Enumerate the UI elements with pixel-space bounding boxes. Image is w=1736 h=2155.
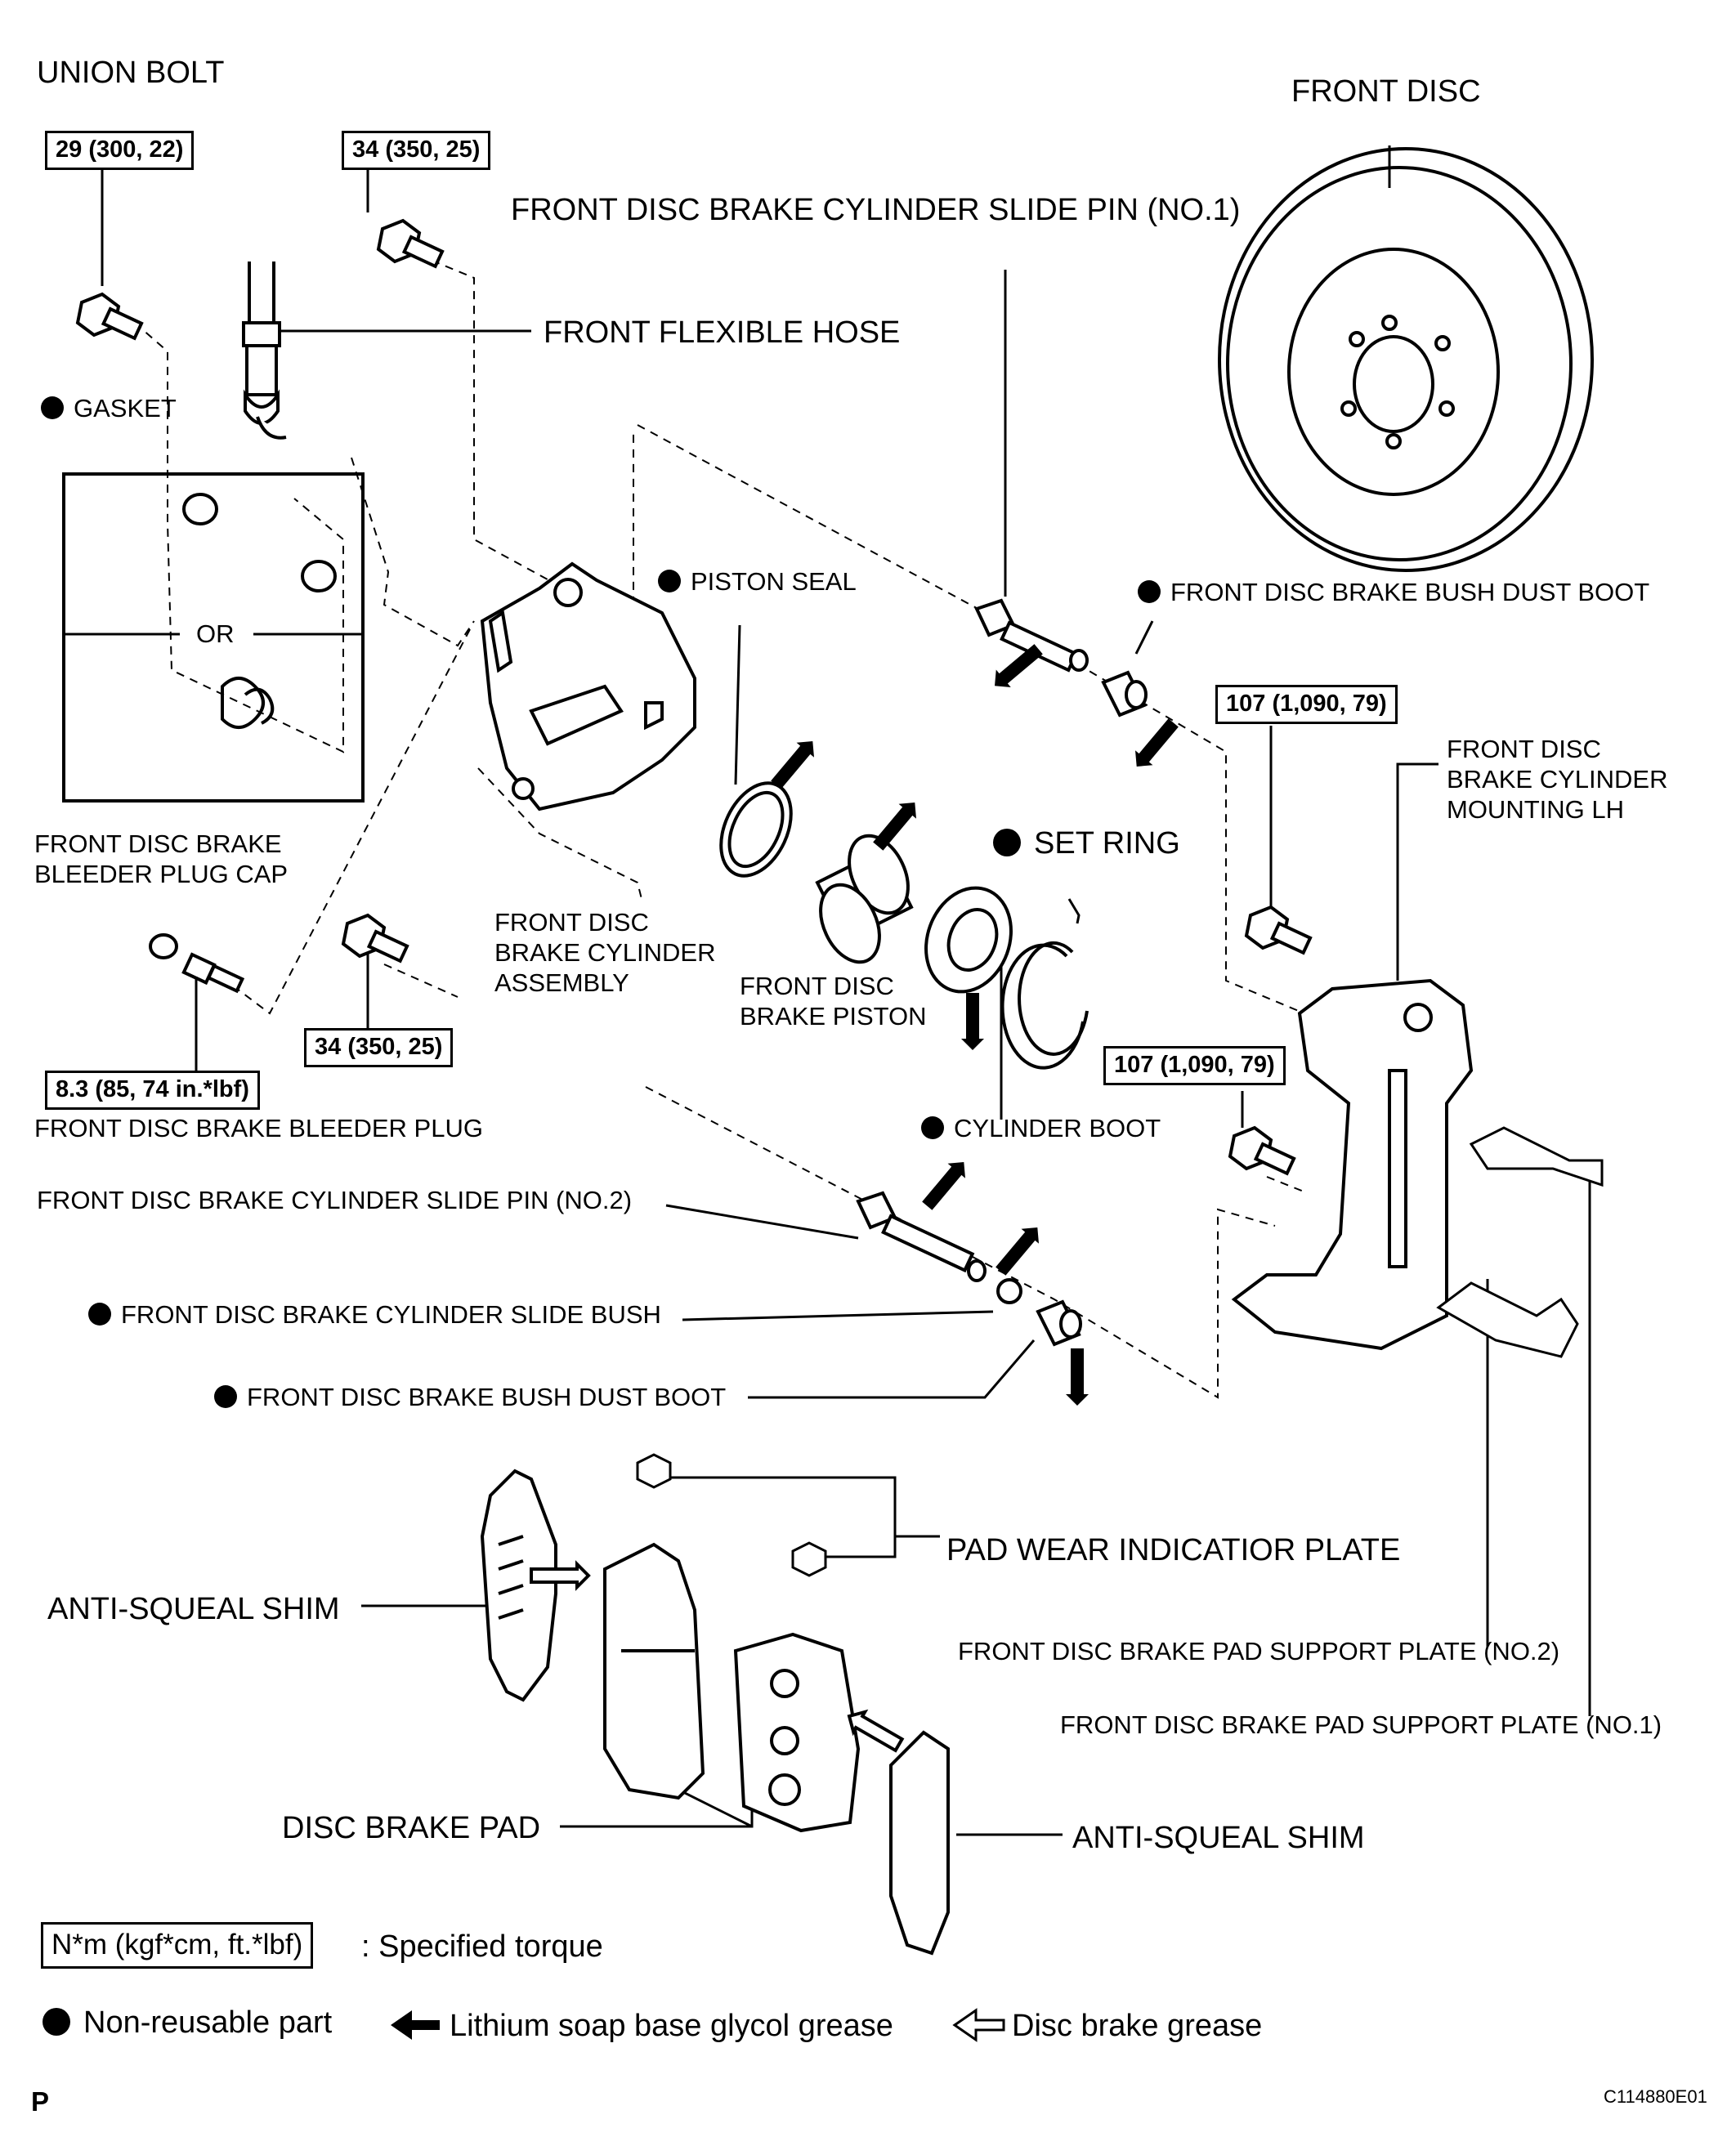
label-front-disc: FRONT DISC bbox=[1291, 74, 1481, 109]
leader-lines bbox=[101, 170, 1591, 1836]
label-pad-support-no2: FRONT DISC BRAKE PAD SUPPORT PLATE (NO.2… bbox=[958, 1637, 1560, 1665]
label-slide-pin-no1: FRONT DISC BRAKE CYLINDER SLIDE PIN (NO.… bbox=[511, 193, 1241, 227]
non-reusable-icon bbox=[41, 396, 64, 419]
label-bleeder-plug: FRONT DISC BRAKE BLEEDER PLUG bbox=[34, 1114, 483, 1142]
bolts bbox=[75, 218, 1313, 1176]
disc-brake-pad-left bbox=[603, 1542, 705, 1800]
label-slide-bush: FRONT DISC BRAKE CYLINDER SLIDE BUSH bbox=[88, 1302, 661, 1327]
legend-symbols bbox=[391, 2008, 1005, 2042]
label-flexible-hose: FRONT FLEXIBLE HOSE bbox=[544, 315, 901, 350]
label-or: OR bbox=[196, 619, 235, 648]
non-reusable-icon bbox=[43, 2008, 70, 2036]
torque-box-mounting-top: 107 (1,090, 79) bbox=[1215, 685, 1398, 724]
legend-lithium-grease: Lithium soap base glycol grease bbox=[450, 2009, 893, 2043]
legend-non-reusable: Non-reusable part bbox=[43, 2007, 332, 2038]
torque-box-caliper-bottom: 34 (350, 25) bbox=[304, 1028, 454, 1067]
label-set-ring: SET RING bbox=[993, 828, 1180, 859]
legend-disc-grease: Disc brake grease bbox=[1012, 2009, 1263, 2043]
label-bush-dust-boot-top: FRONT DISC BRAKE BUSH DUST BOOT bbox=[1138, 579, 1649, 605]
torque-box-mounting-bottom: 107 (1,090, 79) bbox=[1103, 1046, 1286, 1085]
pad-wear-indicator-plates bbox=[636, 1453, 827, 1577]
torque-box-union-bolt: 29 (300, 22) bbox=[45, 131, 195, 170]
non-reusable-icon bbox=[993, 829, 1021, 856]
label-disc-brake-pad: DISC BRAKE PAD bbox=[282, 1811, 541, 1845]
corner-p: P bbox=[31, 2086, 50, 2117]
legend-unit-box: N*m (kgf*cm, ft.*lbf) bbox=[41, 1922, 314, 1969]
label-pad-wear-plate: PAD WEAR INDICATIOR PLATE bbox=[946, 1533, 1401, 1567]
assembly-guide-lines bbox=[134, 248, 1325, 1399]
label-anti-squeal-right: ANTI-SQUEAL SHIM bbox=[1072, 1821, 1365, 1855]
slide-pin-no2 bbox=[856, 1191, 1082, 1347]
brake-piston bbox=[815, 834, 914, 964]
anti-squeal-shim-right bbox=[889, 1730, 950, 1956]
flexible-hose bbox=[242, 262, 531, 440]
label-piston-seal: PISTON SEAL bbox=[658, 569, 857, 594]
non-reusable-icon bbox=[658, 570, 681, 592]
label-cylinder-assembly: FRONT DISC BRAKE CYLINDER ASSEMBLY bbox=[494, 908, 716, 998]
label-gasket: GASKET bbox=[41, 396, 177, 421]
set-ring bbox=[1000, 941, 1089, 1070]
label-pad-support-no1: FRONT DISC BRAKE PAD SUPPORT PLATE (NO.1… bbox=[1060, 1710, 1662, 1739]
label-bleeder-plug-cap: FRONT DISC BRAKE BLEEDER PLUG CAP bbox=[34, 829, 289, 889]
torque-box-caliper-top: 34 (350, 25) bbox=[342, 131, 491, 170]
cylinder-mounting bbox=[1231, 978, 1474, 1351]
non-reusable-icon bbox=[1138, 580, 1161, 603]
label-bush-dust-boot-bottom: FRONT DISC BRAKE BUSH DUST BOOT bbox=[214, 1384, 726, 1410]
piston-seal bbox=[719, 781, 793, 878]
figure-code: C114880E01 bbox=[1604, 2086, 1707, 2107]
non-reusable-icon bbox=[921, 1116, 944, 1139]
label-cylinder-boot: CYLINDER BOOT bbox=[921, 1116, 1161, 1141]
caliper-assembly bbox=[480, 561, 696, 811]
label-union-bolt: UNION BOLT bbox=[37, 56, 225, 90]
disc-brake-pad-right bbox=[733, 1632, 861, 1833]
label-mounting-lh: FRONT DISC BRAKE CYLINDER MOUNTING LH bbox=[1447, 735, 1668, 825]
label-brake-piston: FRONT DISC BRAKE PISTON bbox=[740, 972, 927, 1031]
front-disc-rotor bbox=[1218, 145, 1594, 572]
torque-box-bleeder-plug: 8.3 (85, 74 in.*lbf) bbox=[45, 1071, 260, 1110]
label-slide-pin-no2: FRONT DISC BRAKE CYLINDER SLIDE PIN (NO.… bbox=[37, 1186, 633, 1214]
label-anti-squeal-left: ANTI-SQUEAL SHIM bbox=[47, 1592, 340, 1626]
gasket-box bbox=[62, 472, 365, 803]
non-reusable-icon bbox=[88, 1303, 111, 1326]
non-reusable-icon bbox=[214, 1385, 237, 1408]
anti-squeal-shim-left bbox=[480, 1469, 557, 1702]
cylinder-boot bbox=[924, 886, 1013, 994]
pad-support-plates bbox=[1436, 1126, 1604, 1358]
legend-unit-desc: : Specified torque bbox=[361, 1929, 603, 1964]
bush-dust-boot-top bbox=[1101, 670, 1148, 718]
slide-pin-no1 bbox=[974, 598, 1089, 673]
